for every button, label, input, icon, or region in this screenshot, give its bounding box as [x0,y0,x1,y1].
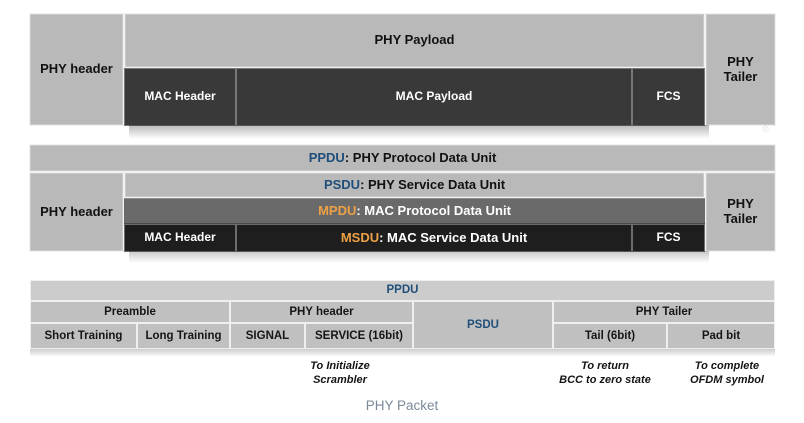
d2-msdu-abbr: MSDU [340,229,380,245]
d3-service-cell: SERVICE (16bit) [305,323,413,349]
d1-fcs-cell: FCS [632,68,705,126]
d2-mpdu-abbr: MPDU [318,202,357,218]
d1-phy-payload-cell: PHY Payload [124,13,705,68]
d1-mac-header-cell: MAC Header [124,68,236,126]
d3-preamble-cell: Preamble [30,301,230,323]
d2-msdu-rest: : MAC Service Data Unit [379,229,528,245]
d1-phy-tailer-cell: PHY Tailer [705,13,776,126]
d3-long-training-cell: Long Training [137,323,230,349]
d2-psdu-row: PSDU : PHY Service Data Unit [124,172,705,198]
d2-mpdu-rest: : MAC Protocol Data Unit [356,202,511,218]
d2-mac-header-cell: MAC Header [124,224,236,252]
d3-phy-header-cell: PHY header [230,301,413,323]
d2-phy-tailer-cell: PHY Tailer [705,172,776,252]
d3-phy-tailer-cell: PHY Tailer [553,301,775,323]
d1-phy-header-cell: PHY header [29,13,124,126]
annotation-scrambler: To Initialize Scrambler [310,360,370,386]
d2-mpdu-row: MPDU : MAC Protocol Data Unit [124,198,705,224]
d2-psdu-abbr: PSDU [323,176,361,192]
figure-caption: PHY Packet [365,398,439,413]
d2-phy-header-cell: PHY header [29,172,124,252]
d3-signal-cell: SIGNAL [230,323,305,349]
d2-fcs-cell: FCS [632,224,705,252]
d3-psdu-cell: PSDU [413,301,553,349]
d1-mac-payload-cell: MAC Payload [236,68,632,126]
d3-ppdu-row: PPDU [30,280,775,301]
d2-ppdu-row: PPDU : PHY Protocol Data Unit [29,144,776,172]
watermark-secondary-icon: ⎙ [762,124,769,133]
phy-packet-diagram-bottom: PPDU Preamble PHY header PSDU PHY Tailer… [30,280,775,357]
phy-packet-diagram-middle: PPDU : PHY Protocol Data Unit PHY header… [29,144,776,263]
d3-pad-bit-cell: Pad bit [667,323,775,349]
d2-msdu-cell: MSDU : MAC Service Data Unit [236,224,632,252]
d2-ppdu-abbr: PPDU [308,149,345,165]
d3-tail-cell: Tail (6bit) [553,323,667,349]
d3-short-training-cell: Short Training [30,323,137,349]
phy-packet-diagram-top: PHY header PHY Payload PHY Tailer MAC He… [29,13,776,139]
annotation-ofdm: To complete OFDM symbol [690,360,764,386]
d3-ppdu-label: PPDU [386,284,419,297]
d2-psdu-rest: : PHY Service Data Unit [360,176,506,192]
d2-ppdu-rest: : PHY Protocol Data Unit [344,149,497,165]
annotation-bcc: To return BCC to zero state [559,360,651,386]
d3-psdu-label: PSDU [467,318,499,331]
